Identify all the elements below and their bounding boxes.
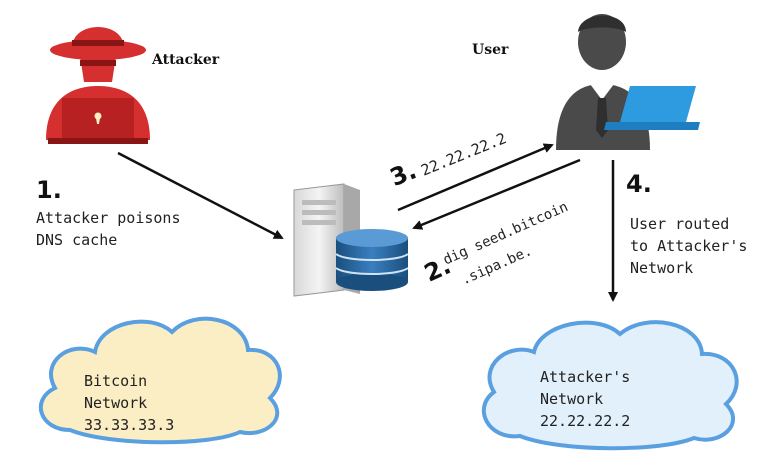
- attacker-network-cloud-line-1: Attacker's: [540, 368, 631, 386]
- hacker-icon: [46, 27, 150, 144]
- bitcoin-cloud: [38, 316, 282, 445]
- bitcoin-cloud-line-3: 33.33.33.3: [84, 416, 175, 434]
- attacker-label: Attacker: [152, 52, 220, 68]
- arrow-dns-to-user: [397, 143, 554, 212]
- step-1-text-line-1: Attacker poisons: [36, 209, 181, 227]
- attacker-network-cloud-line-2: Network: [540, 390, 604, 408]
- step-4-text-line-2: to Attacker's: [630, 237, 748, 255]
- step-1-text-line-2: DNS cache: [36, 231, 118, 249]
- user-label: User: [472, 42, 509, 58]
- dns-server-database-icon: [293, 183, 409, 297]
- step-4-text-line-3: Network: [630, 259, 694, 277]
- step-1-number: 1.: [36, 176, 62, 204]
- attacker-network-cloud: [481, 320, 739, 451]
- arrow-attacker-to-dns: [117, 151, 284, 240]
- bitcoin-cloud-line-1: Bitcoin: [84, 372, 148, 390]
- step-4-text-line-1: User routed: [630, 215, 730, 233]
- step-4-number: 4.: [626, 170, 652, 198]
- bitcoin-cloud-line-2: Network: [84, 394, 148, 412]
- arrow-user-to-dns: [412, 158, 581, 230]
- user-laptop-icon: [556, 14, 700, 150]
- attacker-network-cloud-line-3: 22.22.22.2: [540, 412, 631, 430]
